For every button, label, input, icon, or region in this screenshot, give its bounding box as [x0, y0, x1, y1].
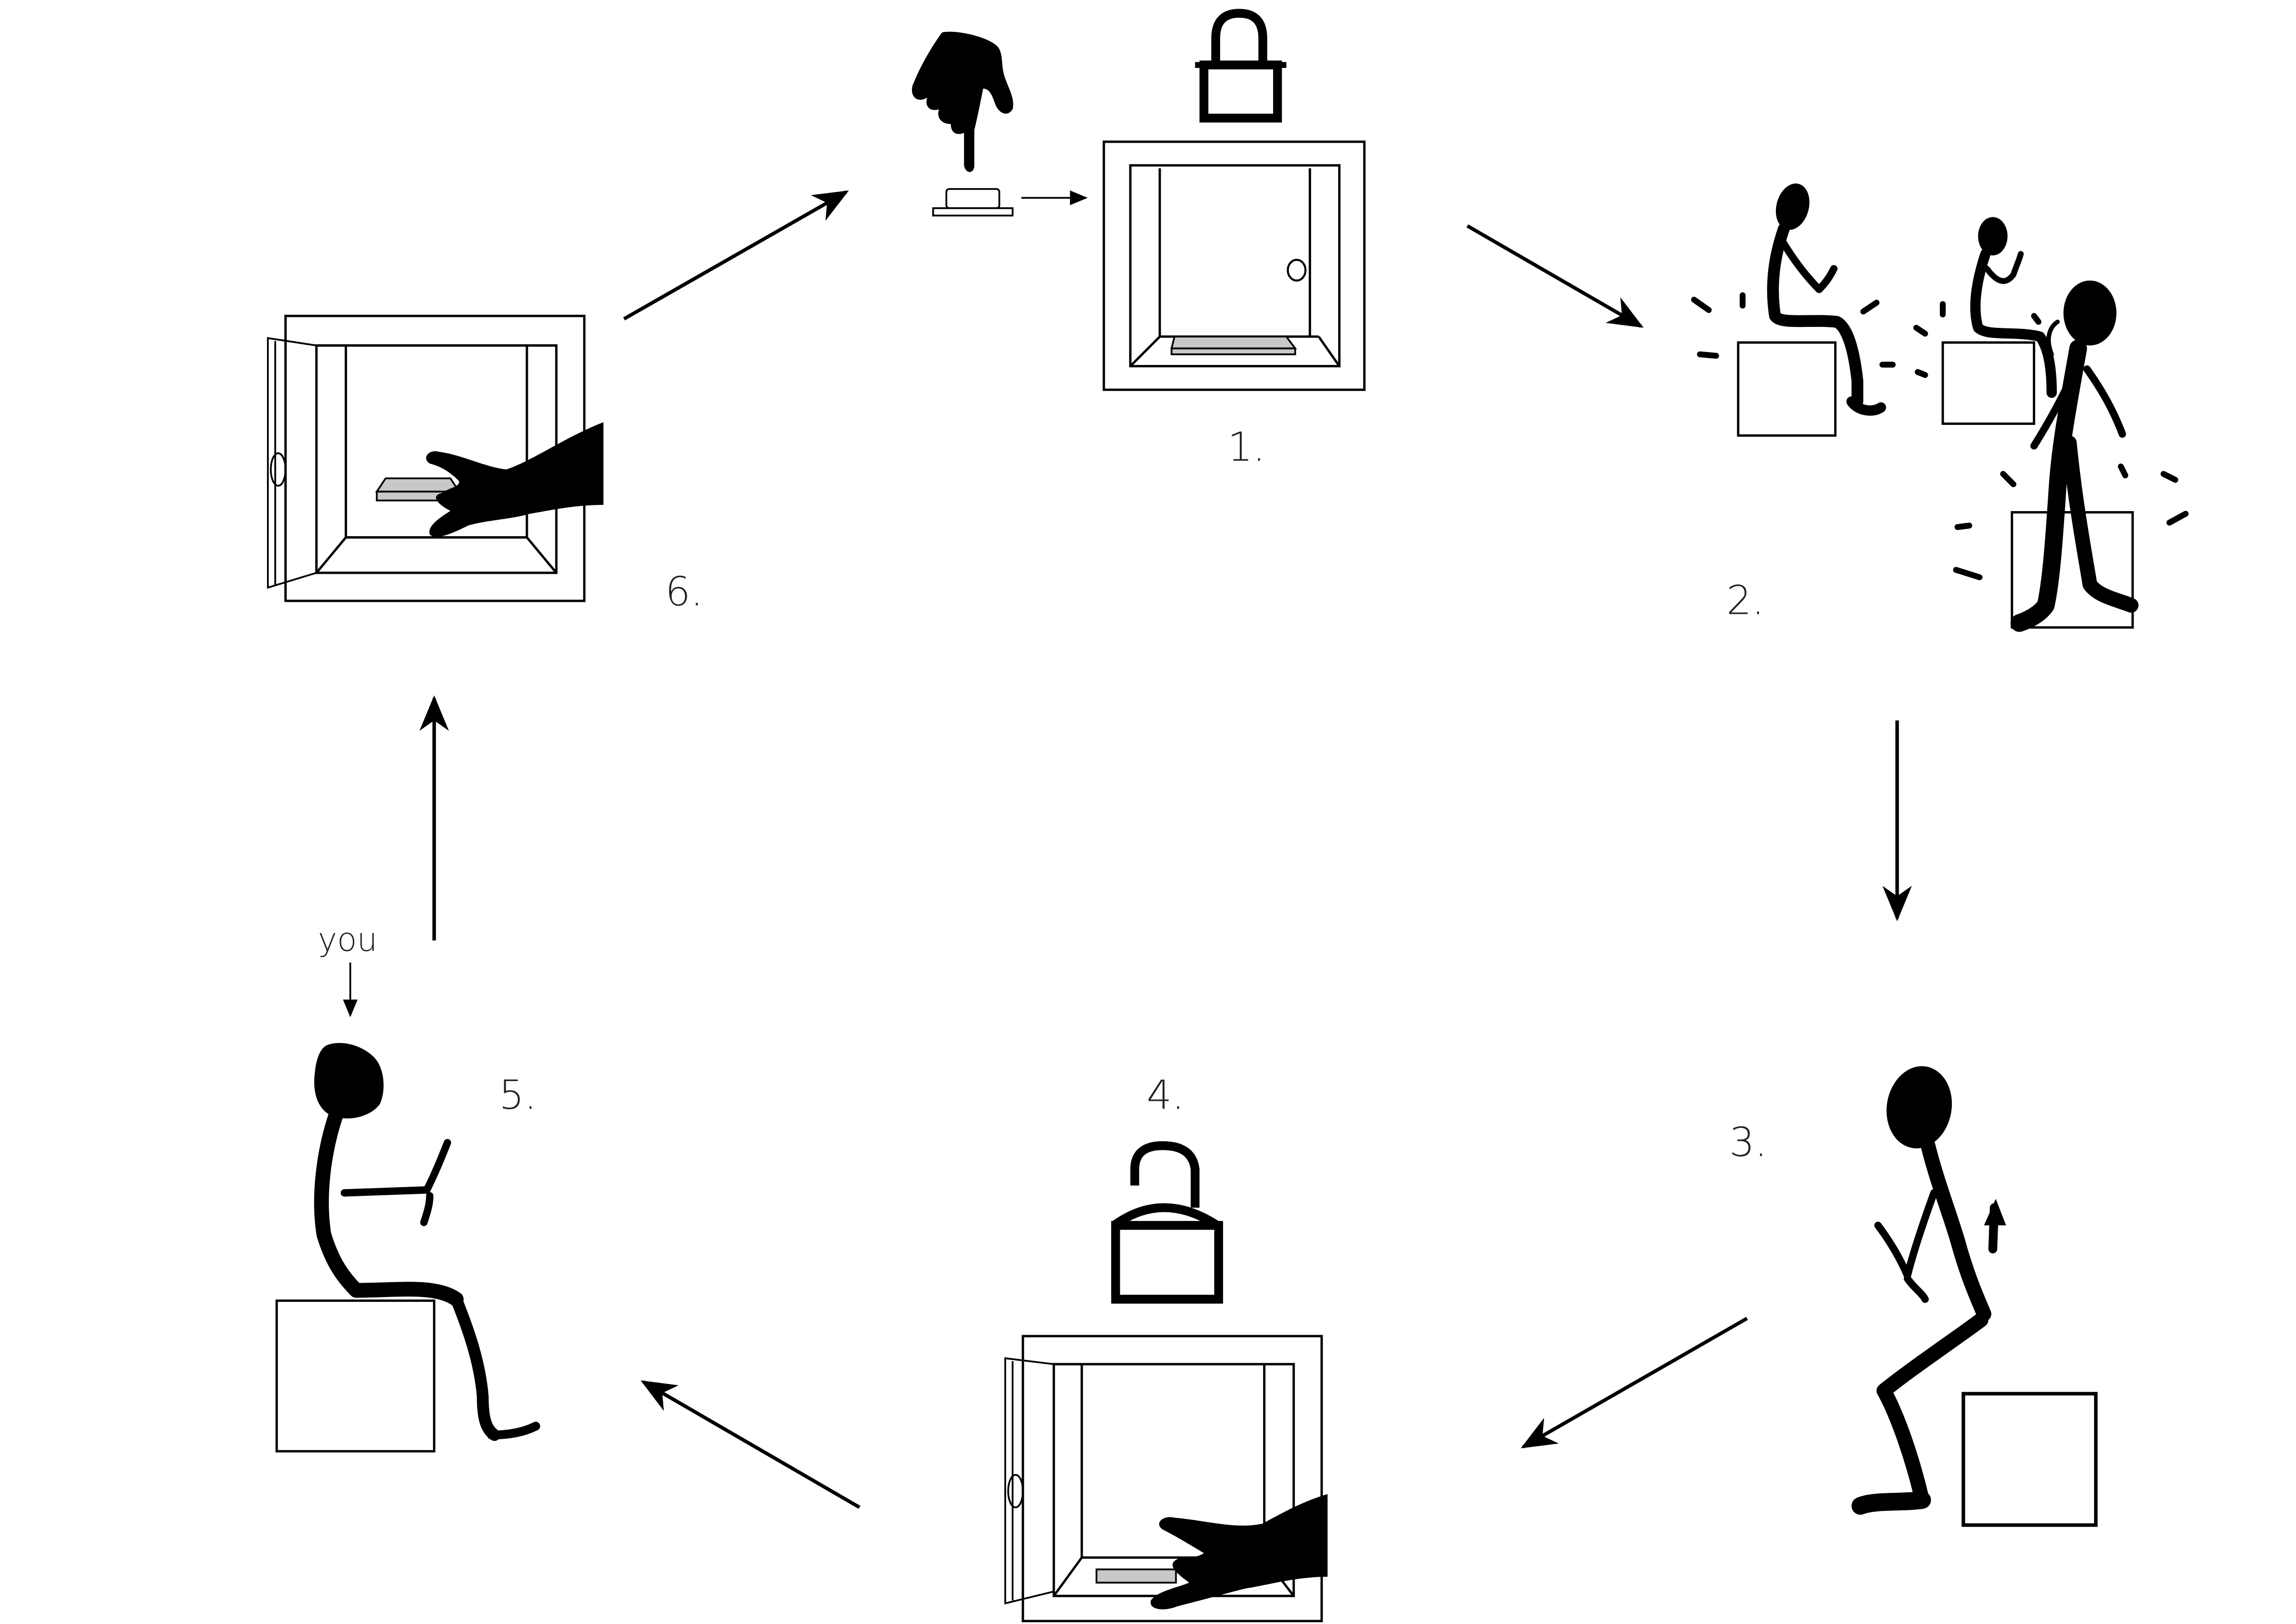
step-2-startled-people: [1691, 183, 2189, 632]
person: [1767, 183, 1886, 416]
padlock-unlocked-icon: [1111, 1141, 1223, 1304]
stool: [1961, 1392, 2098, 1527]
person: [1970, 217, 2057, 398]
tray: [1095, 1568, 1177, 1584]
tray: [1170, 336, 1297, 350]
step-1-locked-box: [912, 9, 1366, 391]
stool: [1941, 341, 2035, 425]
door-knob: [1287, 258, 1307, 282]
step-6-open-box: [267, 314, 604, 602]
padlock-locked-icon: [1195, 9, 1287, 123]
you-annotation: you: [318, 921, 377, 959]
step-label-1: 1.: [1227, 424, 1265, 470]
open-door: [1004, 1357, 1054, 1605]
step-4-unlocked-box: [1004, 1141, 1328, 1623]
head: [314, 1042, 384, 1119]
arrow-4-to-5: [640, 1380, 860, 1509]
pointing-hand-icon: [912, 31, 1013, 172]
person: [2010, 280, 2139, 632]
step-5-seated-person: [275, 1042, 540, 1453]
step-3-standing-person: [1851, 1066, 2098, 1527]
open-door: [267, 337, 317, 589]
step-label-6: 6.: [665, 568, 703, 615]
step-label-2: 2.: [1726, 578, 1764, 624]
arrow-3-to-4: [1520, 1317, 1748, 1448]
arrow-1-to-2: [1466, 224, 1644, 328]
cycle-arrows: [419, 190, 1912, 1509]
step-label-3: 3.: [1730, 1119, 1768, 1165]
tray: [375, 477, 461, 493]
push-button-icon: [932, 188, 1014, 217]
arrow-6-to-1: [623, 190, 849, 321]
step-label-5: 5.: [499, 1072, 537, 1118]
stool: [1737, 341, 1837, 437]
step-label-4: 4.: [1146, 1072, 1184, 1118]
motion-marks: [1691, 292, 2189, 581]
reaching-hand-icon: [1150, 1494, 1328, 1610]
reaching-hand-icon: [426, 422, 604, 537]
stool: [275, 1299, 436, 1453]
